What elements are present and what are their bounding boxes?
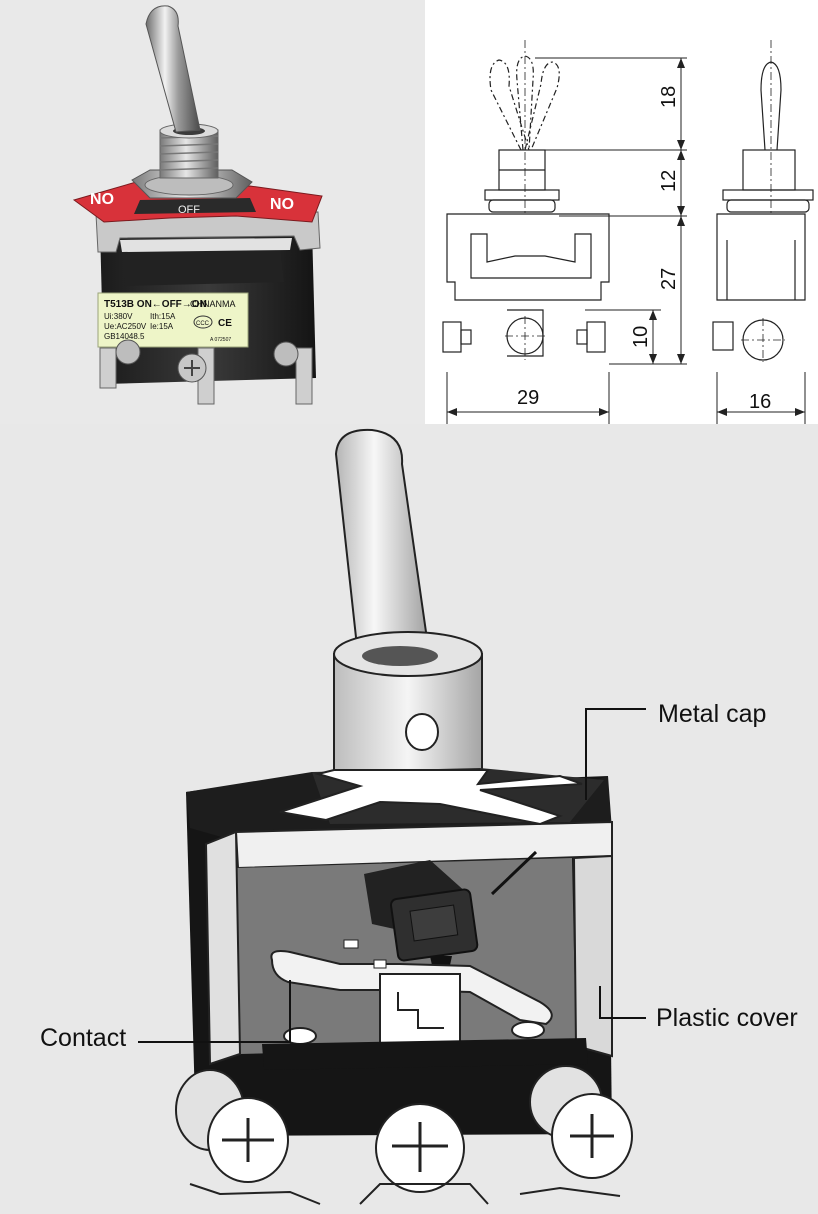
dim-body-width: 29	[517, 387, 539, 409]
spec-label: T513B ON←OFF→ON CHNANMA Ui:380V Ith:15A …	[97, 292, 249, 348]
dim-terminal-height: 10	[630, 326, 652, 348]
lever-positions	[489, 55, 560, 151]
serial-number: A 072507	[210, 337, 231, 343]
spec-ue: Ue:AC250V	[104, 322, 147, 331]
dim-bushing-height: 12	[658, 170, 680, 192]
callout-metal-cap: Metal cap	[585, 700, 766, 800]
cutaway-lever	[334, 428, 434, 675]
on-off-plate: ON OFF ON	[72, 177, 323, 223]
cutaway-bushing	[333, 631, 483, 799]
cutaway-illustration: Metal cap Plastic cover Contact	[0, 424, 818, 1214]
dim-lever-height: 18	[658, 86, 680, 108]
screw-terminals	[175, 1065, 633, 1205]
bushing-nut	[131, 123, 253, 199]
brand-name: CHNANMA	[190, 299, 236, 309]
plate-off: OFF	[178, 204, 200, 216]
screw-left-icon	[175, 1069, 289, 1183]
contact-points	[262, 1021, 588, 1070]
callout-contact: Contact	[40, 980, 291, 1052]
callout-plastic-cover: Plastic cover	[599, 986, 798, 1032]
dimension-drawing: 18 12 27 10 29 16	[425, 0, 818, 424]
label-metal-cap: Metal cap	[658, 700, 766, 728]
dim-side-width: 16	[749, 391, 771, 413]
label-contact: Contact	[40, 1024, 126, 1052]
terminals	[99, 339, 313, 405]
svg-text:CCC: CCC	[196, 321, 210, 327]
screw-center-icon	[375, 1103, 465, 1193]
spec-ie: Ie:15A	[150, 322, 174, 331]
model-line: T513B ON←OFF→ON	[104, 299, 207, 310]
plate-on-right: ON	[270, 194, 294, 211]
label-plastic-cover: Plastic cover	[656, 1004, 798, 1032]
toggle-lever	[145, 5, 201, 133]
dim-body-height: 27	[658, 268, 680, 290]
spec-gb: GB14048.5	[104, 332, 145, 341]
product-photo: T513B ON←OFF→ON CHNANMA Ui:380V Ith:15A …	[0, 0, 425, 424]
spec-ith: Ith:15A	[150, 312, 176, 321]
plate-on-left: ON	[90, 189, 114, 206]
ce-mark: CE	[218, 318, 232, 329]
ccc-mark-icon: CCC	[193, 315, 213, 329]
rocker-mechanism	[364, 850, 538, 984]
spec-ui: Ui:380V	[104, 312, 133, 321]
screw-right-icon	[529, 1065, 633, 1179]
